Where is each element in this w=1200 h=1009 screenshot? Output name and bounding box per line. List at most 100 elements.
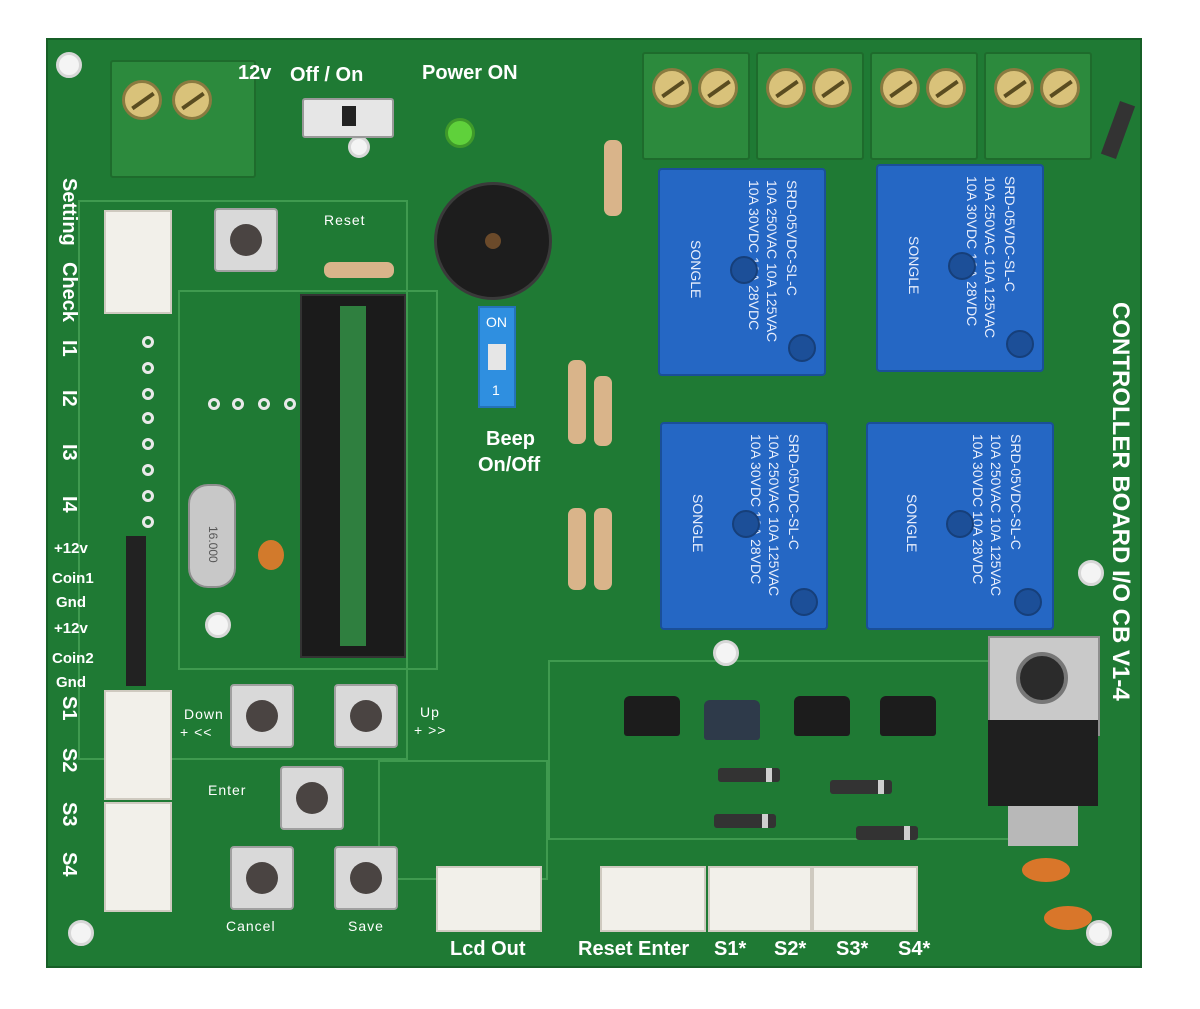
lcd-out-label: Lcd Out [450, 938, 526, 960]
heatsink-screw [1016, 652, 1068, 704]
power-on-label: Power ON [422, 62, 518, 84]
diode [830, 780, 892, 794]
coin1-label: Coin1 [52, 570, 94, 587]
terminal-screw [652, 68, 692, 108]
enter-button[interactable] [280, 766, 344, 830]
i4-label: I4 [58, 496, 80, 513]
regulator-heatsink [988, 636, 1100, 736]
lcd-out-connector [436, 866, 542, 932]
voltage-regulator [988, 720, 1098, 806]
down-button[interactable] [230, 684, 294, 748]
terminal-screw [766, 68, 806, 108]
ceramic-capacitor [1022, 858, 1070, 882]
via [232, 398, 244, 410]
p12v-label-1: +12v [54, 540, 88, 557]
crystal-oscillator: 16.000 [188, 484, 236, 588]
resistor [604, 140, 622, 216]
via [142, 516, 154, 528]
via [142, 490, 154, 502]
relay-rating: 10A 30VDC 10A 28VDC [746, 180, 762, 331]
ceramic-capacitor [1044, 906, 1092, 930]
terminal-screw [880, 68, 920, 108]
mounting-hole [713, 640, 739, 666]
up-label: Up [420, 704, 440, 720]
mounting-hole [68, 920, 94, 946]
beep-dip-switch[interactable]: ON 1 [478, 306, 516, 408]
via [142, 336, 154, 348]
reset-enter-connector [600, 866, 706, 932]
relay-rating: 10A 30VDC 10A 28VDC [748, 434, 764, 585]
terminal-screw [122, 80, 162, 120]
buzzer-hole [485, 233, 501, 249]
s3-s4-star-connector [812, 866, 918, 932]
cancel-label: Cancel [226, 918, 276, 934]
ic-socket [300, 294, 406, 658]
pcb-board: 12v Off / On Power ON Setting Check I1 I… [46, 38, 1142, 968]
relay-3: SRD-05VDC-SL-C 10A 250VAC 10A 125VAC 10A… [660, 422, 828, 630]
terminal-screw [698, 68, 738, 108]
relay-pin-mark [732, 510, 760, 538]
relay-pin-mark [1006, 330, 1034, 358]
relay-brand: SONGLE [690, 494, 706, 553]
relay-rating: 10A 250VAC 10A 125VAC [764, 180, 780, 343]
relay-terminal-3 [870, 52, 978, 160]
relay-model: SRD-05VDC-SL-C [786, 434, 802, 550]
terminal-screw [172, 80, 212, 120]
relay-rating: 10A 30VDC 10A 28VDC [970, 434, 986, 585]
relay-pin-mark [788, 334, 816, 362]
relay-rating: 10A 30VDC 10A 28VDC [964, 176, 980, 327]
up-button[interactable] [334, 684, 398, 748]
relay-pin-mark [946, 510, 974, 538]
relay-rating: 10A 250VAC 10A 125VAC [982, 176, 998, 339]
s3-s4-connector [104, 802, 172, 912]
power-slide-switch[interactable] [302, 98, 394, 138]
relay-model: SRD-05VDC-SL-C [1002, 176, 1018, 292]
s4-label: S4 [58, 852, 80, 877]
relay-model: SRD-05VDC-SL-C [1008, 434, 1024, 550]
transistor [794, 696, 850, 736]
beep-label: Beep [486, 428, 535, 450]
v12-label: 12v [238, 62, 272, 84]
save-button[interactable] [334, 846, 398, 910]
down-label: Down [184, 706, 224, 722]
relay-rating: 10A 250VAC 10A 125VAC [766, 434, 782, 597]
s3-label: S3 [58, 802, 80, 827]
crystal-label: 16.000 [206, 526, 220, 563]
relay-brand: SONGLE [688, 240, 704, 299]
transistor [704, 700, 760, 740]
relay-terminal-1 [642, 52, 750, 160]
s1-s2-star-connector [708, 866, 812, 932]
gnd1-label: Gnd [56, 594, 86, 611]
via [208, 398, 220, 410]
relay-pin-mark [1014, 588, 1042, 616]
s2-label: S2 [58, 748, 80, 773]
resistor [324, 262, 394, 278]
terminal-screw [926, 68, 966, 108]
dip-on-label: ON [486, 314, 507, 330]
trace [78, 200, 408, 760]
dip-switch-lever [488, 344, 506, 370]
coin-pin-header [126, 536, 146, 686]
buzzer [434, 182, 552, 300]
trace [548, 660, 1018, 840]
s1-s2-connector [104, 690, 172, 800]
s3-star-label: S3* [836, 938, 869, 960]
reset-button[interactable] [214, 208, 278, 272]
relay-2: SRD-05VDC-SL-C 10A 250VAC 10A 125VAC 10A… [876, 164, 1044, 372]
gnd2-label: Gnd [56, 674, 86, 691]
diode [714, 814, 776, 828]
relay-pin-mark [948, 252, 976, 280]
diode [1100, 100, 1136, 160]
via [142, 438, 154, 450]
s1-label: S1 [58, 696, 80, 721]
terminal-screw [1040, 68, 1080, 108]
check-label: Check [58, 262, 80, 323]
cancel-button[interactable] [230, 846, 294, 910]
relay-terminal-2 [756, 52, 864, 160]
i3-label: I3 [58, 444, 80, 461]
resistor [568, 360, 586, 444]
beep-onoff-label: On/Off [478, 454, 541, 476]
transistor [880, 696, 936, 736]
i2-label: I2 [58, 390, 80, 407]
relay-pin-mark [730, 256, 758, 284]
